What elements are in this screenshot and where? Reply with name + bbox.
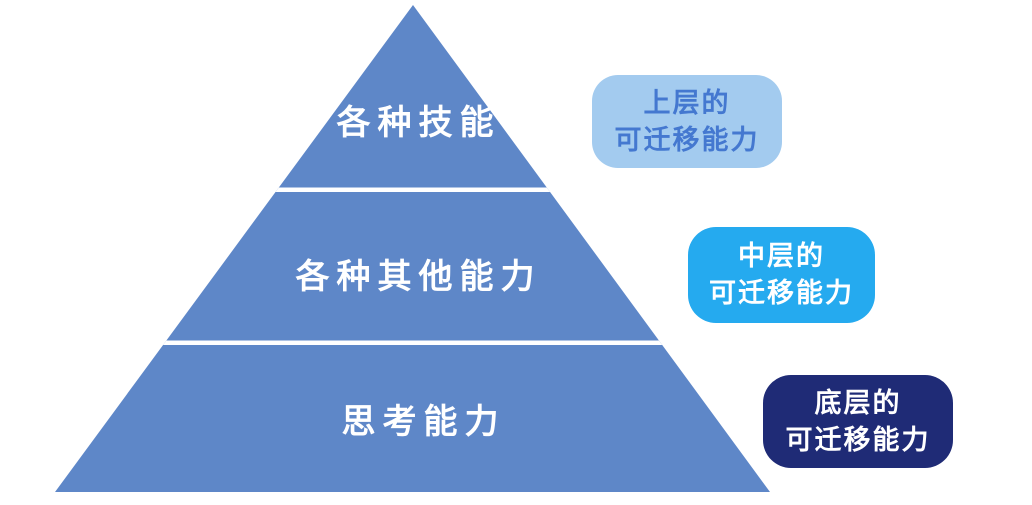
tier-divider-upper — [55, 187, 770, 192]
callout-bottom-transferable: 底层的 可迁移能力 — [763, 375, 953, 468]
callout-upper-line2: 可迁移能力 — [614, 124, 760, 155]
tier-middle-label: 各种其他能力 — [295, 258, 542, 296]
tier-divider-lower — [55, 340, 770, 345]
pyramid-shape — [55, 5, 770, 492]
tier-bottom-label: 思考能力 — [341, 403, 506, 441]
callout-middle-transferable: 中层的 可迁移能力 — [688, 227, 875, 323]
callout-upper-line1: 上层的 — [643, 87, 731, 118]
callout-middle-line2: 可迁移能力 — [709, 278, 854, 308]
callout-bottom-line1: 底层的 — [814, 387, 902, 418]
callout-middle-line1: 中层的 — [738, 241, 825, 271]
callout-bottom-line2: 可迁移能力 — [785, 424, 931, 455]
callout-upper-transferable: 上层的 可迁移能力 — [592, 75, 782, 168]
tier-top-label: 各种技能 — [336, 104, 501, 142]
